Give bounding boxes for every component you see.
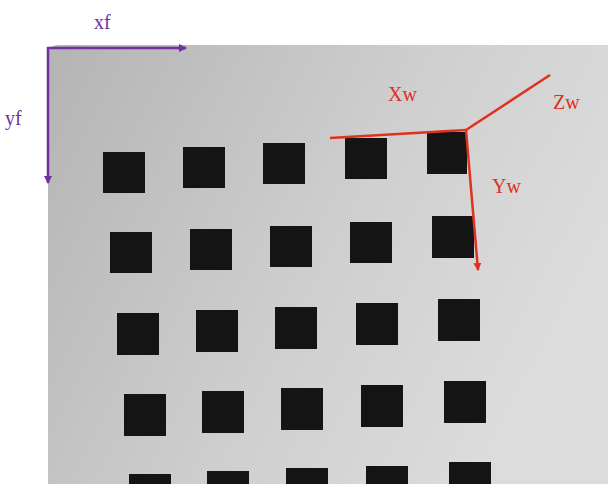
- image-x-axis-label: xf: [94, 12, 111, 32]
- image-y-axis-label: yf: [5, 108, 22, 128]
- world-z-axis-label: Zw: [553, 92, 580, 112]
- world-x-axis-label: Xw: [388, 84, 417, 104]
- image-axes: [47, 47, 186, 183]
- world-y-axis-label: Yw: [492, 176, 521, 196]
- world-axes: [330, 75, 550, 270]
- photo-ground: [48, 45, 608, 484]
- square-grid: [103, 132, 491, 484]
